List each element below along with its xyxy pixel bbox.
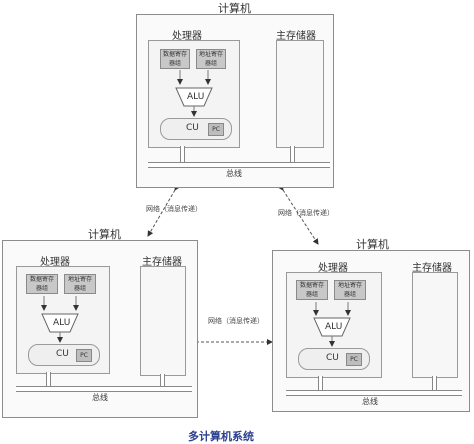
alu-left-label: ALU — [53, 318, 71, 328]
memory-right — [412, 272, 458, 378]
pc-top: PC — [208, 123, 224, 136]
cu-top-label: CU — [186, 123, 199, 133]
figure-caption: 多计算机系统 — [188, 430, 254, 443]
network-label-top-left: 网络（消息传递） — [146, 205, 202, 213]
bus-stub-top-proc — [180, 146, 185, 162]
memory-top — [276, 40, 324, 148]
bus-stub-left-mem — [160, 374, 165, 386]
bus-stub-top-mem — [290, 146, 295, 162]
data-register-left: 数据寄存器组 — [26, 274, 58, 294]
processor-right-label: 处理器 — [318, 263, 348, 274]
data-register-top: 数据寄存器组 — [160, 49, 190, 69]
pc-right: PC — [346, 353, 362, 366]
bus-stub-right-proc — [318, 376, 323, 390]
address-register-top: 地址寄存器组 — [196, 49, 226, 69]
network-link-top-left — [147, 184, 181, 237]
network-label-middle: 网络（消息传递） — [208, 317, 264, 325]
bus-top-label: 总线 — [226, 169, 242, 178]
cu-right-label: CU — [326, 353, 339, 363]
bus-stub-left-proc — [46, 372, 51, 386]
bus-left — [16, 386, 192, 392]
bus-stub-right-mem — [432, 376, 437, 390]
alu-right-label: ALU — [325, 322, 343, 332]
alu-top-label: ALU — [187, 92, 205, 102]
computer-right-title: 计算机 — [356, 238, 389, 251]
memory-right-label: 主存储器 — [412, 263, 452, 274]
data-register-right: 数据寄存器组 — [296, 280, 328, 300]
processor-top-label: 处理器 — [172, 31, 202, 42]
bus-top — [148, 162, 330, 168]
address-register-right: 地址寄存器组 — [334, 280, 366, 300]
computer-left-title: 计算机 — [88, 228, 121, 241]
network-label-top-right: 网络（消息传递） — [278, 209, 334, 217]
address-register-left: 地址寄存器组 — [64, 274, 96, 294]
memory-left — [140, 266, 186, 376]
bus-right — [286, 390, 462, 396]
bus-left-label: 总线 — [92, 393, 108, 402]
network-link-top-right — [277, 184, 319, 245]
cu-left-label: CU — [56, 349, 69, 359]
memory-left-label: 主存储器 — [142, 257, 182, 268]
bus-right-label: 总线 — [362, 397, 378, 406]
pc-left: PC — [76, 349, 92, 362]
processor-left-label: 处理器 — [40, 257, 70, 268]
memory-top-label: 主存储器 — [276, 31, 316, 42]
computer-top-title: 计算机 — [218, 2, 251, 15]
